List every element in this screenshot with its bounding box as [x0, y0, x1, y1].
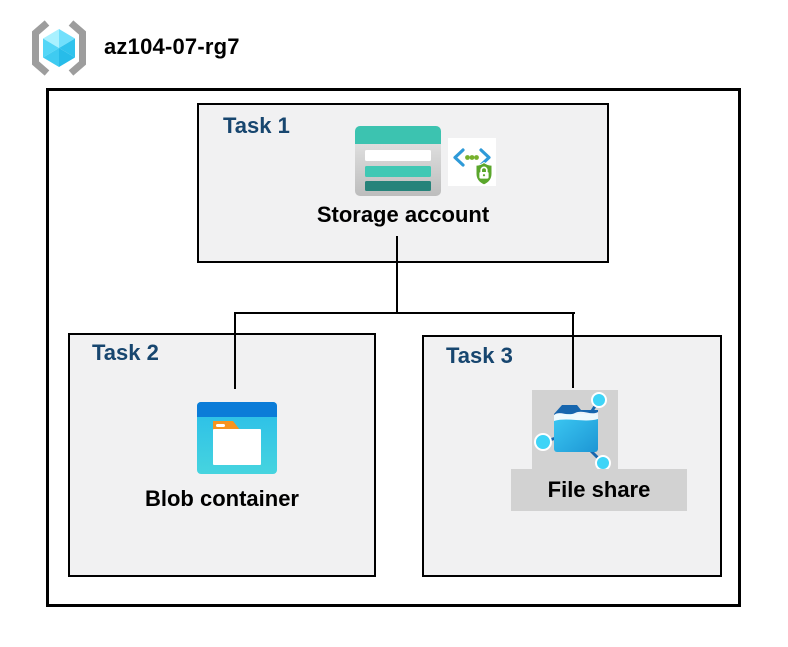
connector-to-blob	[234, 314, 236, 389]
storage-account-icon	[355, 126, 441, 196]
task1-label: Task 1	[223, 113, 290, 138]
connector-to-fileshare	[572, 314, 574, 388]
connector-storage-stem	[396, 236, 398, 314]
blob-container-icon	[197, 402, 277, 474]
connector-horizontal	[234, 312, 575, 314]
secured-api-icon	[448, 138, 496, 186]
task3-label: Task 3	[446, 343, 513, 368]
task2-label: Task 2	[92, 340, 159, 365]
file-share-icon-highlight	[532, 390, 618, 471]
task3-resource-label: File share	[547, 477, 651, 502]
task1-box: Task 1 Storage account	[197, 103, 609, 263]
file-share-icon	[534, 392, 611, 471]
rg-cube	[43, 29, 75, 67]
file-share-label-highlight: File share	[511, 469, 687, 511]
task2-box: Task 2 Blob container	[68, 333, 376, 577]
resource-group-title: az104-07-rg7	[104, 34, 240, 59]
task1-resource-label: Storage account	[316, 202, 490, 227]
task2-resource-label: Blob container	[144, 486, 299, 511]
resource-group-icon	[32, 20, 86, 76]
